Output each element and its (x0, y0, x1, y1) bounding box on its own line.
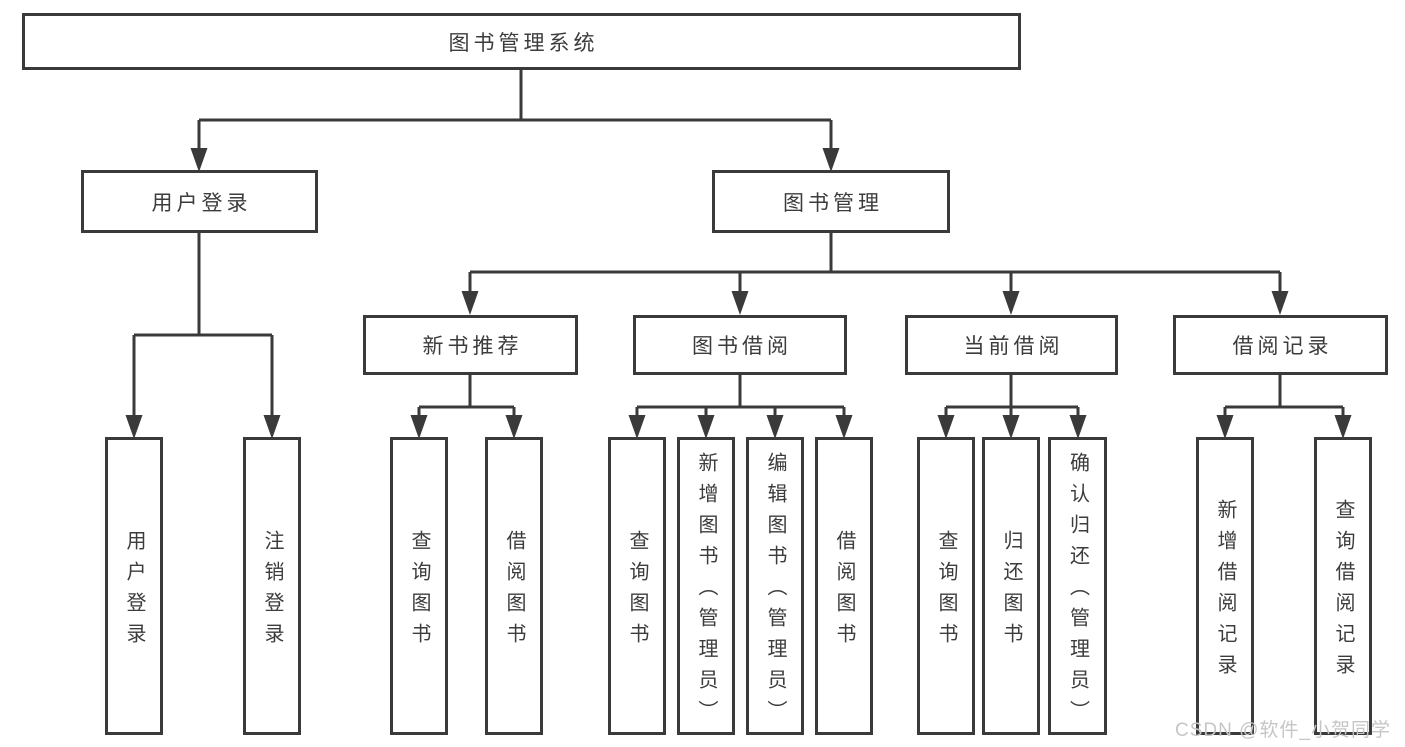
node-label: 当前借阅 (963, 335, 1064, 358)
node-label: 新增借阅记录 (1214, 498, 1236, 685)
node-new-book-recommend: 新书推荐 (363, 315, 578, 375)
node-label: 查询借阅记录 (1332, 498, 1354, 685)
leaf-confirm-return-admin: 确认归还（管理员） (1048, 437, 1107, 735)
node-label: 查询图书 (408, 529, 430, 654)
leaf-query-books-current: 查询图书 (917, 437, 975, 735)
leaf-logout: 注销登录 (243, 437, 301, 735)
node-label: 借阅图书 (833, 529, 855, 654)
leaf-edit-book-admin: 编辑图书（管理员） (746, 437, 804, 735)
node-label: 借阅记录 (1232, 335, 1333, 358)
node-current-borrowing: 当前借阅 (905, 315, 1118, 375)
node-borrowing-records: 借阅记录 (1173, 315, 1388, 375)
node-label: 新增图书（管理员） (695, 452, 717, 731)
node-label: 图书管理系统 (448, 31, 599, 55)
leaf-add-book-admin: 新增图书（管理员） (677, 437, 735, 735)
leaf-query-borrow-record: 查询借阅记录 (1314, 437, 1372, 735)
node-user-login: 用户登录 (81, 170, 318, 233)
node-label: 查询图书 (935, 529, 957, 654)
node-label: 借阅图书 (503, 529, 525, 654)
node-label: 新书推荐 (422, 335, 523, 358)
node-label: 确认归还（管理员） (1066, 452, 1089, 731)
node-label: 用户登录 (123, 529, 145, 654)
leaf-return-book: 归还图书 (982, 437, 1040, 735)
leaf-add-borrow-record: 新增借阅记录 (1196, 437, 1254, 735)
node-label: 编辑图书（管理员） (764, 452, 786, 731)
node-label: 用户登录 (151, 191, 252, 215)
node-book-borrowing: 图书借阅 (633, 315, 847, 375)
node-book-management-system: 图书管理系统 (22, 13, 1021, 70)
node-label: 归还图书 (1000, 529, 1022, 654)
node-label: 图书管理 (783, 191, 883, 215)
leaf-query-books-borrowing: 查询图书 (608, 437, 666, 735)
node-label: 注销登录 (261, 529, 283, 654)
leaf-query-books-recommend: 查询图书 (390, 437, 448, 735)
node-book-management: 图书管理 (712, 170, 950, 233)
node-label: 图书借阅 (692, 335, 792, 358)
leaf-borrow-books: 借阅图书 (815, 437, 873, 735)
csdn-watermark: CSDN @软件_小贺同学 (1175, 720, 1391, 741)
node-label: 查询图书 (626, 529, 648, 654)
leaf-user-login: 用户登录 (105, 437, 163, 735)
leaf-borrow-books-recommend: 借阅图书 (485, 437, 543, 735)
